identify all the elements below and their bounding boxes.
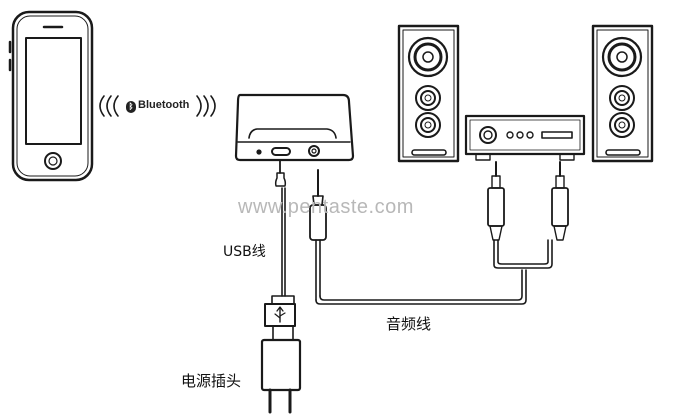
bluetooth-icon: ᛒ xyxy=(126,101,136,113)
bluetooth-label: Bluetooth xyxy=(138,99,190,111)
audio-cable-label: 音频线 xyxy=(386,315,432,333)
audio-cable xyxy=(315,239,553,305)
power-adapter-icon xyxy=(260,338,302,414)
watermark: www.pentaste.com xyxy=(238,196,414,218)
speaker-right-icon xyxy=(591,24,654,163)
usb-cable xyxy=(274,159,287,297)
audio-jack-plug xyxy=(309,169,327,301)
smartphone-icon xyxy=(8,10,94,182)
amplifier-icon xyxy=(464,114,586,161)
usb-cable-label: USB线 xyxy=(223,244,266,260)
bluetooth-signal-left xyxy=(99,95,119,117)
power-plug-label: 电源插头 xyxy=(181,372,242,390)
usb-plug-icon xyxy=(264,295,296,341)
rca-plug-right xyxy=(551,161,569,241)
bluetooth-signal-right xyxy=(196,95,216,117)
rca-plug-left xyxy=(487,161,505,241)
speaker-left-icon xyxy=(397,24,460,163)
bluetooth-receiver-icon xyxy=(234,93,355,162)
